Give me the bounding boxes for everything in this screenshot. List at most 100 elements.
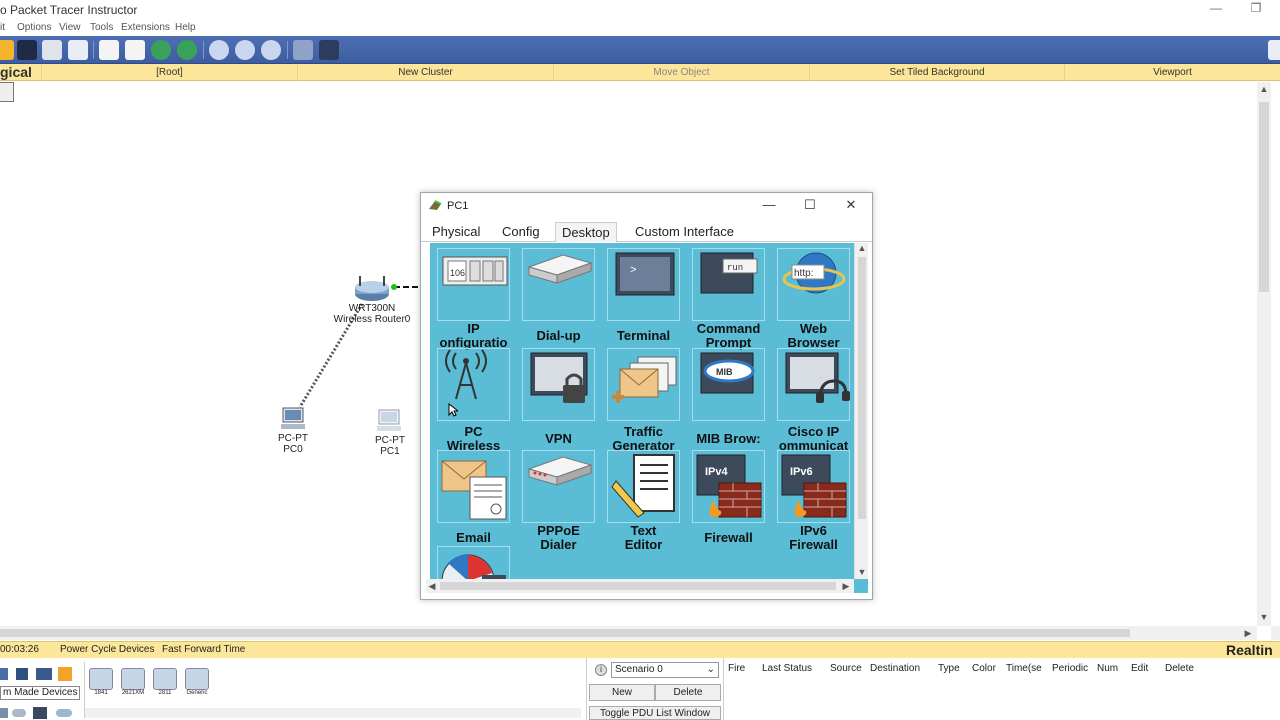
app-icon-frame <box>437 546 510 579</box>
save-icon[interactable] <box>17 40 37 60</box>
tab-desktop[interactable]: Desktop <box>555 222 617 242</box>
model-list-scrollbar[interactable] <box>85 708 581 718</box>
router-2621xm-icon[interactable] <box>121 668 145 690</box>
move-object-button[interactable]: Move Object <box>554 64 810 81</box>
main-toolbar <box>0 36 1280 64</box>
palette-icon[interactable] <box>293 40 313 60</box>
device-type-icons <box>0 666 80 684</box>
menu-view[interactable]: View <box>59 22 81 33</box>
desktop-horizontal-scrollbar[interactable]: ◀ ▶ <box>426 579 854 593</box>
zoom-out-icon[interactable] <box>261 40 281 60</box>
svg-text:>: > <box>630 265 637 277</box>
pppoe-dialer-app[interactable]: PPPoE Dialer <box>522 450 607 553</box>
power-cycle-button[interactable]: Power Cycle Devices <box>60 644 155 655</box>
cloud-category-icon[interactable] <box>12 709 26 717</box>
router-device[interactable] <box>354 276 390 302</box>
vpn-app[interactable]: VPN <box>522 348 607 451</box>
delete-scenario-button[interactable]: Delete <box>655 684 721 701</box>
menu-tools[interactable]: Tools <box>90 22 114 33</box>
set-tiled-background-button[interactable]: Set Tiled Background <box>810 64 1065 81</box>
info-icon[interactable] <box>1268 40 1280 60</box>
scroll-up-arrow[interactable]: ▲ <box>1259 84 1269 94</box>
ip-configuration-app[interactable]: 106 IP onfiguratio <box>437 248 522 351</box>
custom-category-icon[interactable] <box>56 709 72 717</box>
connections-category-icon[interactable] <box>58 667 72 681</box>
new-cluster-button[interactable]: New Cluster <box>298 64 554 81</box>
undo-icon[interactable] <box>151 40 171 60</box>
zoom-reset-icon[interactable] <box>235 40 255 60</box>
tab-physical[interactable]: Physical <box>432 224 481 239</box>
mib-browser-app[interactable]: MIB MIB Brow: <box>692 348 777 451</box>
info-icon[interactable]: i <box>595 664 607 676</box>
menu-options[interactable]: Options <box>17 22 52 33</box>
web-browser-app[interactable]: http: Web Browser <box>777 248 854 351</box>
ipv6-firewall-app[interactable]: IPv6 IPv6 Firewall <box>777 450 854 553</box>
router-2811-icon[interactable] <box>153 668 177 690</box>
wireless-category-icon[interactable] <box>36 668 52 680</box>
router-generic-icon[interactable] <box>185 668 209 690</box>
pc0-device[interactable] <box>280 407 306 431</box>
viewport-button[interactable]: Viewport <box>1153 67 1192 78</box>
menu-edit[interactable]: it <box>0 22 5 33</box>
terminal-app[interactable]: > Terminal <box>607 248 692 351</box>
scroll-up-arrow[interactable]: ▲ <box>857 243 867 253</box>
copy-icon[interactable] <box>99 40 119 60</box>
desktop-vertical-scrollbar[interactable]: ▲ ▼ <box>854 243 868 579</box>
workspace-vertical-scrollbar[interactable]: ▲ ▼ <box>1257 82 1271 626</box>
scroll-left-arrow[interactable]: ◀ <box>428 581 436 591</box>
paste-icon[interactable] <box>125 40 145 60</box>
workspace-horizontal-scrollbar[interactable]: ▶ <box>0 626 1257 640</box>
firewall-app[interactable]: IPv4 Firewall <box>692 450 777 553</box>
dialog-minimize-button[interactable]: — <box>762 197 776 212</box>
tab-config[interactable]: Config <box>502 224 540 239</box>
pc1-device[interactable] <box>376 409 402 433</box>
scenario-select[interactable]: Scenario 0 ⌄ <box>611 662 719 678</box>
scroll-thumb[interactable] <box>0 629 1130 637</box>
scroll-down-arrow[interactable]: ▼ <box>1259 612 1269 622</box>
fast-forward-button[interactable]: Fast Forward Time <box>162 644 246 655</box>
device-category-label[interactable]: m Made Devices <box>0 686 80 700</box>
minimize-button[interactable]: — <box>1210 1 1222 15</box>
root-button[interactable]: [Root] <box>42 64 298 81</box>
scroll-thumb[interactable] <box>1259 102 1269 292</box>
switch-category-icon[interactable] <box>16 668 28 680</box>
scroll-right-arrow[interactable]: ▶ <box>1244 628 1252 638</box>
toggle-pdu-button[interactable]: Toggle PDU List Window <box>589 706 721 720</box>
logical-view-label[interactable]: gical <box>0 64 42 81</box>
dialog-titlebar[interactable]: PC1 — ☐ ✕ <box>421 193 872 219</box>
scroll-right-arrow[interactable]: ▶ <box>842 581 850 591</box>
traffic-generator-app[interactable]: Traffic Generator <box>607 348 692 453</box>
cluster-icon[interactable] <box>0 82 14 102</box>
pdu-col-type: Type <box>938 663 960 674</box>
dial-up-app[interactable]: Dial-up <box>522 248 607 351</box>
scroll-down-arrow[interactable]: ▼ <box>857 567 867 577</box>
scroll-thumb[interactable] <box>858 257 866 519</box>
pc-wireless-app[interactable]: PC Wireless <box>437 348 522 453</box>
text-editor-app[interactable]: Text Editor <box>607 450 692 553</box>
realtime-mode-label[interactable]: Realtin <box>1226 642 1273 658</box>
pc-category-icon[interactable] <box>0 708 8 718</box>
router-1841-icon[interactable] <box>89 668 113 690</box>
zoom-in-icon[interactable] <box>209 40 229 60</box>
command-prompt-app[interactable]: run Command Prompt <box>692 248 777 351</box>
router-category-icon[interactable] <box>0 668 8 680</box>
wan-category-icon[interactable] <box>33 707 47 719</box>
custom-device-icon[interactable] <box>319 40 339 60</box>
print-icon[interactable] <box>42 40 62 60</box>
dialog-maximize-button[interactable]: ☐ <box>804 197 816 212</box>
menu-extensions[interactable]: Extensions <box>121 22 170 33</box>
cisco-ip-communicator-app[interactable]: Cisco IP ommunicat <box>777 348 854 453</box>
activity-wizard-icon[interactable] <box>68 40 88 60</box>
dialog-close-button[interactable]: ✕ <box>845 197 857 212</box>
tab-custom-interface[interactable]: Custom Interface <box>635 224 734 239</box>
menu-help[interactable]: Help <box>175 22 196 33</box>
partial-app[interactable] <box>437 546 522 579</box>
email-app[interactable]: Email <box>437 450 522 553</box>
device-model-list: 1841 2621XM 2811 Generic <box>84 662 584 718</box>
new-scenario-button[interactable]: New <box>589 684 655 701</box>
open-folder-icon[interactable] <box>0 40 14 60</box>
redo-icon[interactable] <box>177 40 197 60</box>
scroll-thumb[interactable] <box>440 582 836 590</box>
restore-button[interactable]: ❐ <box>1250 1 1262 15</box>
ip-communicator-icon <box>785 352 850 403</box>
